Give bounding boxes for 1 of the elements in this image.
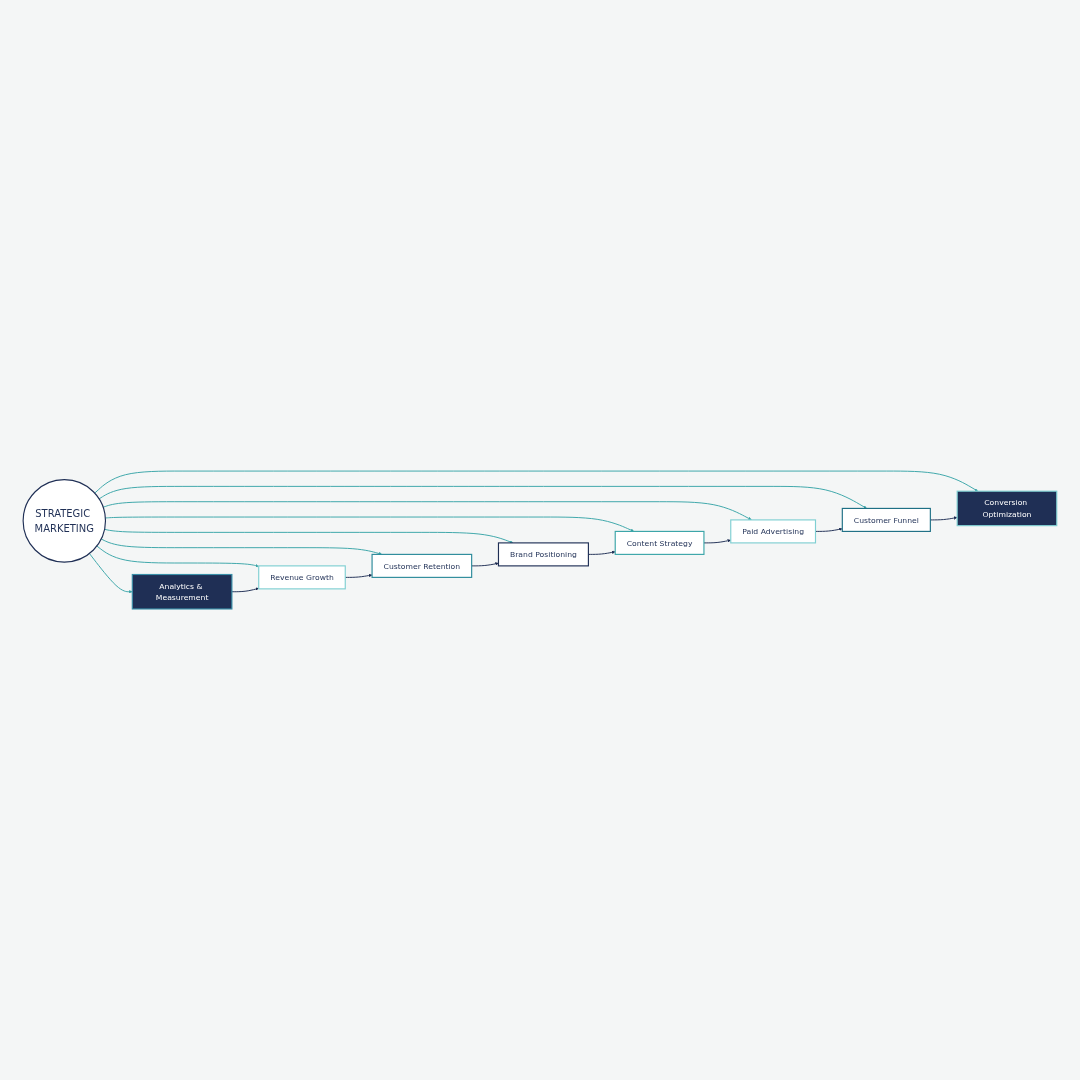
node-circle: STRATEGIC MARKETING: [22, 479, 107, 563]
